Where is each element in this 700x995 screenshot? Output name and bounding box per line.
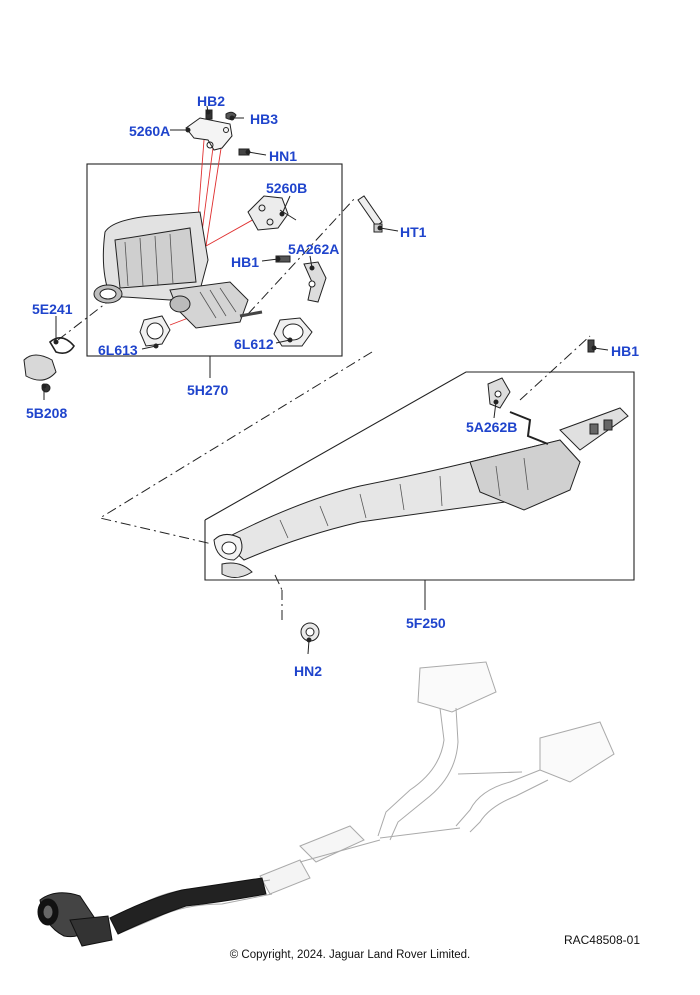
clamp-5b208 [23,354,57,393]
callout-hb1-upper[interactable]: HB1 [231,254,260,270]
copyright-notice: © Copyright, 2024. Jaguar Land Rover Lim… [229,949,471,961]
gasket-6l613 [139,315,171,347]
assembly-frame-5f250 [204,371,635,581]
callout-6l613[interactable]: 6L613 [98,342,138,358]
callout-hb3[interactable]: HB3 [250,111,279,127]
callout-5260b[interactable]: 5260B [266,180,308,196]
heat-shield-5260b [247,195,297,231]
callout-5e241[interactable]: 5E241 [32,301,73,317]
seal-5e241 [48,337,75,354]
gasket-6l612 [273,317,313,347]
connection-lines [57,197,591,622]
front-downpipe [37,877,267,947]
callout-5a262a[interactable]: 5A262A [288,241,340,257]
callout-6l612[interactable]: 6L612 [234,336,274,352]
callout-hn2[interactable]: HN2 [294,663,323,679]
red-guide-lines [169,139,257,326]
callout-hb1-right[interactable]: HB1 [611,343,640,359]
bracket-5a262b [487,377,511,409]
flange-5f250 [213,534,253,578]
catalyst-dpf-assembly [93,211,263,329]
bracket-5260a [185,117,233,151]
bracket-5a262a [303,261,327,303]
callout-hb2[interactable]: HB2 [197,93,226,109]
full-system-overview [109,661,615,935]
callout-5h270[interactable]: 5H270 [187,382,229,398]
callout-5260a[interactable]: 5260A [129,123,171,139]
assembly-frame-5h270 [86,163,343,357]
reference-code: RAC48508-01 [563,933,640,947]
label-leaders [41,105,609,655]
callout-hn1[interactable]: HN1 [269,148,298,164]
callout-5b208[interactable]: 5B208 [26,405,68,421]
callout-5a262b[interactable]: 5A262B [466,419,518,435]
callout-ht1[interactable]: HT1 [400,224,427,240]
callout-5f250[interactable]: 5F250 [406,615,446,631]
rear-pipe-5f250 [221,407,629,561]
